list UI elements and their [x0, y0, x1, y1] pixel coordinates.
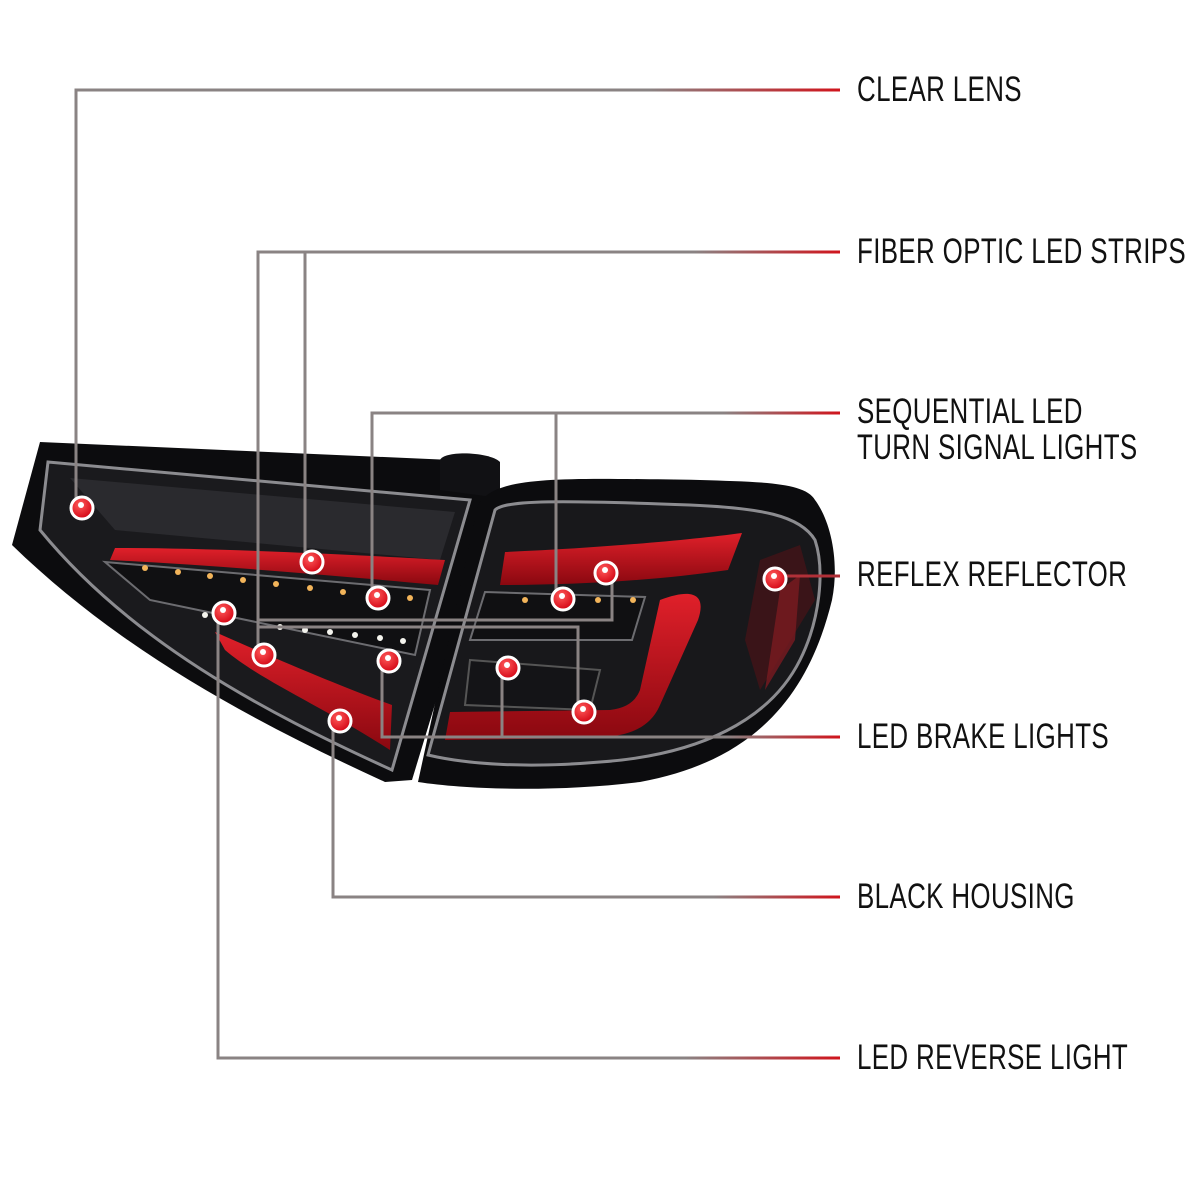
- label-sequential-2: TURN SIGNAL LIGHTS: [857, 428, 1138, 467]
- leader-fiber-optic-d: [258, 625, 580, 712]
- leader-fiber-optic-c: [258, 573, 614, 622]
- callout-dot: [762, 566, 788, 592]
- left-tail-light: [12, 442, 500, 782]
- callout-dot: [495, 655, 521, 681]
- callout-dots: [69, 495, 788, 734]
- label-reflex: REFLEX REFLECTOR: [857, 555, 1128, 594]
- callout-dot: [550, 586, 576, 612]
- label-clear-lens: CLEAR LENS: [857, 70, 1022, 109]
- callout-dot: [299, 549, 325, 575]
- leader-fiber-optic: [256, 250, 840, 655]
- callout-dot: [251, 642, 277, 668]
- callout-dot: [327, 708, 353, 734]
- label-brake: LED BRAKE LIGHTS: [857, 717, 1110, 756]
- leader-reverse: [216, 613, 840, 1060]
- leader-sequential: [370, 411, 840, 598]
- callout-dot: [211, 600, 237, 626]
- leader-lines: [74, 88, 840, 1060]
- label-sequential-1: SEQUENTIAL LED: [857, 392, 1083, 431]
- callout-dot: [69, 495, 95, 521]
- leader-clear-lens: [74, 88, 840, 508]
- mounting-tab: [440, 453, 500, 498]
- leader-housing: [331, 721, 840, 899]
- callout-dot: [571, 699, 597, 725]
- leader-brake: [380, 661, 840, 739]
- right-tail-light: [418, 478, 835, 789]
- callout-dot: [593, 560, 619, 586]
- label-reverse: LED REVERSE LIGHT: [857, 1038, 1129, 1077]
- callout-dot: [376, 648, 402, 674]
- callout-dot: [365, 585, 391, 611]
- label-housing: BLACK HOUSING: [857, 877, 1075, 916]
- label-fiber-optic: FIBER OPTIC LED STRIPS: [857, 232, 1187, 271]
